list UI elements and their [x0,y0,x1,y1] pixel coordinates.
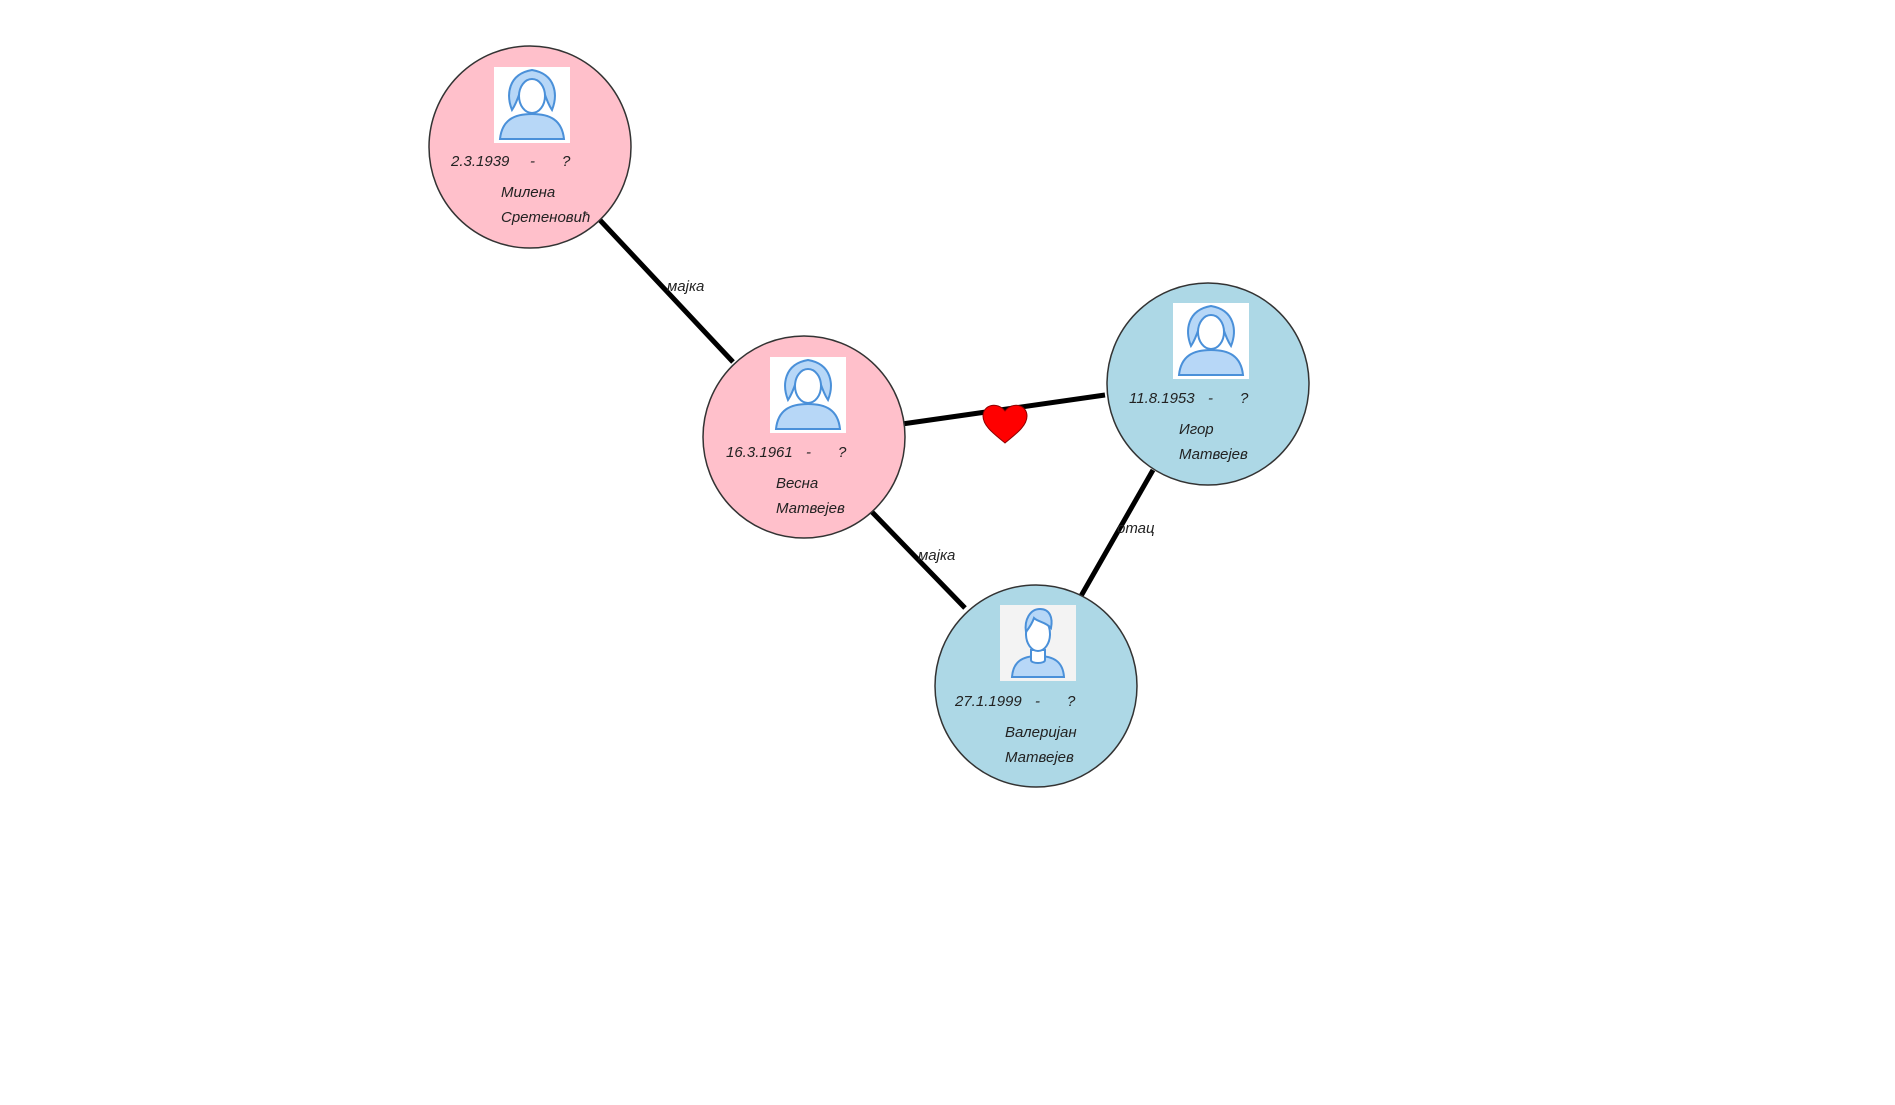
death-date: ? [838,444,847,461]
last-name: Матвејев [1179,446,1248,463]
woman-avatar-icon [1173,303,1249,379]
birth-date: 2.3.1939 [450,153,510,170]
birth-date: 11.8.1953 [1129,390,1195,407]
first-name: Валеријан [1005,724,1077,741]
date-separator: - [1208,390,1213,407]
death-date: ? [562,153,571,170]
woman-avatar-icon [770,357,846,433]
person-node-valerijan[interactable]: 27.1.1999 - ? Валеријан Матвејев [934,584,1138,788]
death-date: ? [1067,693,1076,710]
date-separator: - [1035,693,1040,710]
man-avatar-icon [1000,605,1076,681]
heart-icon[interactable] [982,404,1028,444]
relation-label-milena-vesna: мајка [667,278,704,295]
last-name: Матвејев [1005,749,1074,766]
date-separator: - [806,444,811,461]
person-circle [702,335,906,539]
date-separator: - [530,153,535,170]
first-name: Игор [1179,421,1214,438]
relation-edge-igor-valerijan[interactable] [1078,468,1156,598]
relations-layer: мајка мајка отац [596,216,1156,610]
death-date: ? [1240,390,1249,407]
person-circle [428,45,632,249]
relation-label-igor-valerijan: отац [1117,520,1155,537]
person-circle [1106,282,1310,486]
last-name: Сретеновић [501,209,590,226]
person-node-vesna[interactable]: 16.3.1961 - ? Весна Матвејев [702,335,906,539]
relation-edge-vesna-valerijan[interactable] [870,510,967,610]
birth-date: 16.3.1961 [726,444,793,461]
first-name: Весна [776,475,818,492]
birth-date: 27.1.1999 [954,693,1022,710]
first-name: Милена [501,184,555,201]
relation-edge-milena-vesna[interactable] [596,216,735,364]
person-circle [934,584,1138,788]
last-name: Матвејев [776,500,845,517]
person-node-igor[interactable]: 11.8.1953 - ? Игор Матвејев [1106,282,1310,486]
woman-avatar-icon [494,67,570,143]
person-node-milena[interactable]: 2.3.1939 - ? Милена Сретеновић [428,45,632,249]
relation-label-vesna-valerijan: мајка [918,547,955,564]
